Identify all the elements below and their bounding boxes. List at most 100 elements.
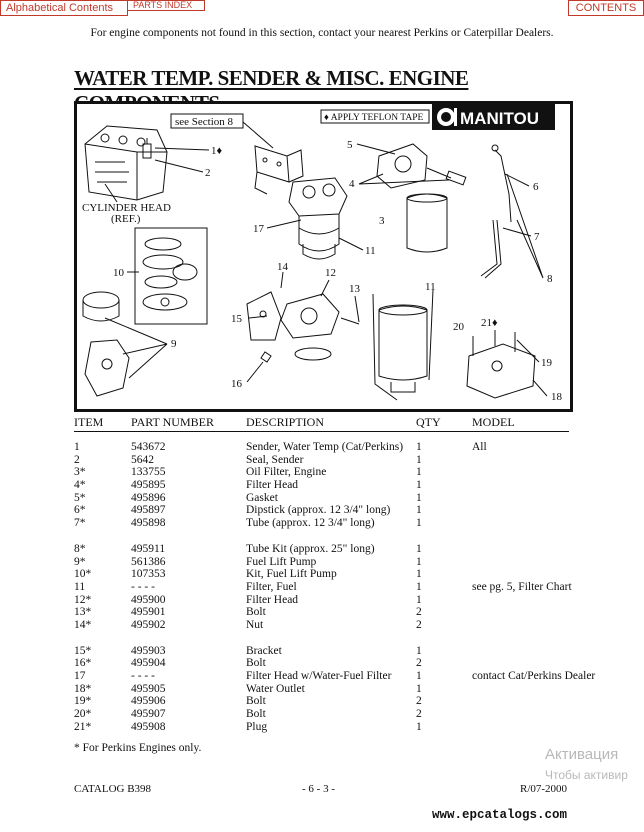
model: contact Cat/Perkins Dealer: [472, 670, 596, 682]
part-number: 543672: [131, 441, 166, 453]
callout-8: 8: [547, 273, 553, 285]
quantity: 1: [416, 720, 422, 733]
callout-16: 16: [231, 378, 243, 390]
part-number: 561386: [131, 555, 166, 568]
item-number: 2: [74, 453, 80, 466]
model: All: [472, 441, 487, 453]
oil-filter-drawing: [406, 193, 448, 253]
item-number: 11: [74, 580, 86, 593]
header-model: MODEL: [472, 415, 515, 429]
description: Tube Kit (approx. 25" long): [246, 542, 375, 555]
part-number: 133755: [131, 466, 166, 479]
part-number: 495898: [131, 517, 166, 530]
callout-14: 14: [277, 261, 289, 273]
group-spacer: [74, 632, 574, 645]
leader-line: [502, 173, 544, 279]
table-row: 19* 495906 Bolt 2: [74, 695, 574, 708]
quantity: 2: [416, 695, 422, 708]
lift-pump-kit-drawing: [142, 237, 198, 311]
description: Seal, Sender: [246, 453, 304, 466]
description: Water Outlet: [246, 682, 305, 695]
quantity: 1: [416, 441, 422, 453]
description: Bolt: [246, 708, 266, 721]
quantity: 1: [416, 491, 422, 504]
description: Bolt: [246, 695, 266, 708]
logo-text: MANITOU: [460, 109, 539, 128]
callout-3: 3: [379, 215, 385, 227]
see-section-label: see Section 8: [175, 116, 234, 128]
quantity: 1: [416, 593, 422, 606]
description: Tube (approx. 12 3/4" long): [246, 517, 375, 530]
leader-line: [104, 317, 168, 379]
item-number: 20*: [74, 708, 92, 721]
bolt-drawing: [260, 351, 272, 363]
quantity: 1: [416, 542, 422, 555]
leader-line: [246, 271, 360, 383]
description: Oil Filter, Engine: [246, 466, 327, 479]
callout-9: 9: [171, 338, 177, 350]
callout-18: 18: [551, 391, 563, 403]
description: Dipstick (approx. 12 3/4" long): [246, 504, 391, 517]
fuel-lift-pump-drawing: [82, 291, 130, 397]
part-number: 495900: [131, 593, 166, 606]
callout-1: 1♦: [211, 145, 223, 157]
teflon-note: ♦ APPLY TEFLON TAPE: [324, 113, 423, 123]
quantity: 1: [416, 504, 422, 517]
callout-21: 21♦: [481, 317, 498, 329]
callout-13: 13: [349, 283, 361, 295]
part-number: 495895: [131, 479, 166, 492]
item-number: 16*: [74, 657, 92, 670]
part-number: 495902: [131, 618, 166, 631]
item-number: 14*: [74, 618, 92, 631]
callout-7: 7: [534, 231, 540, 243]
quantity: 1: [416, 466, 422, 479]
quantity: 1: [416, 555, 422, 568]
part-number: 495907: [131, 708, 166, 721]
item-number: 19*: [74, 695, 92, 708]
quantity: 1: [416, 670, 422, 682]
fuel-filter-head-drawing: [280, 293, 360, 361]
description: Bracket: [246, 644, 282, 657]
part-number: 495906: [131, 695, 166, 708]
header-part-number: PART NUMBER: [131, 415, 214, 429]
quantity: 2: [416, 657, 422, 670]
description: Fuel Lift Pump: [246, 555, 317, 568]
leader-line: [266, 219, 364, 251]
callout-11b: 11: [425, 281, 436, 293]
part-number: 495901: [131, 606, 166, 619]
contents-link[interactable]: CONTENTS: [568, 0, 644, 16]
quantity: 1: [416, 568, 422, 581]
part-number: 495905: [131, 682, 166, 695]
item-number: 9*: [74, 555, 86, 568]
teflon-note-box: [320, 109, 430, 124]
alphabetical-contents-link[interactable]: Alphabetical Contents: [0, 0, 128, 16]
header-description: DESCRIPTION: [246, 415, 325, 429]
model: see pg. 5, Filter Chart: [472, 580, 572, 593]
callout-10: 10: [113, 267, 125, 279]
item-number: 18*: [74, 682, 92, 695]
item-number: 10*: [74, 568, 92, 581]
part-number: 495911: [131, 542, 166, 555]
item-number: 13*: [74, 606, 92, 619]
header-qty: QTY: [416, 415, 441, 429]
lift-pump-kit-box: [134, 227, 208, 325]
fuel-filter-drawing: [372, 289, 434, 401]
quantity: 1: [416, 682, 422, 695]
item-number: 15*: [74, 644, 92, 657]
parts-index-link[interactable]: PARTS INDEX: [127, 0, 205, 11]
leader-line: [356, 143, 450, 185]
part-number: 495908: [131, 720, 166, 733]
callout-11: 11: [365, 245, 376, 257]
group-spacer: [74, 530, 574, 543]
description: Filter, Fuel: [246, 580, 297, 593]
